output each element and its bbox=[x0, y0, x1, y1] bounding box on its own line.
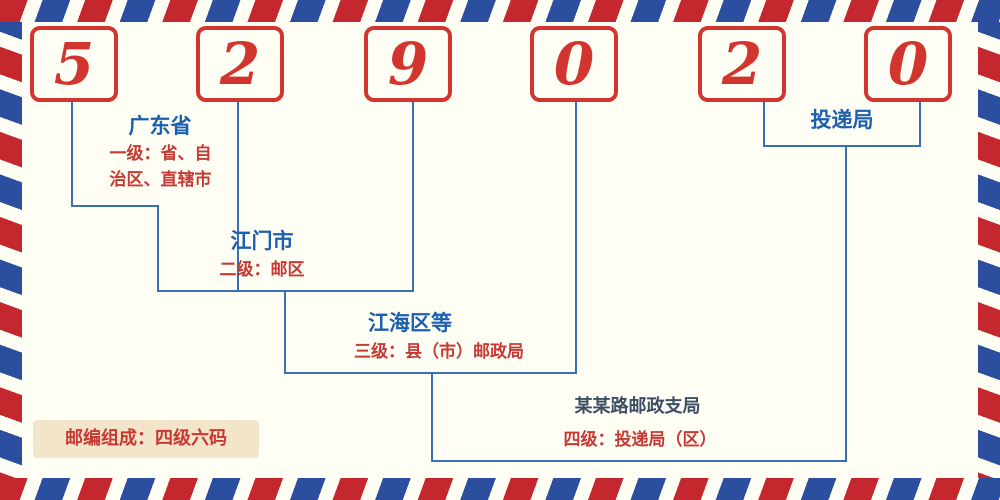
airmail-border-bottom bbox=[0, 478, 1000, 500]
connector-line-digit3-down bbox=[412, 102, 414, 290]
digit-box-2: 2 bbox=[196, 26, 284, 102]
digit-box-4: 0 bbox=[530, 26, 618, 102]
level1-desc-line1: 一级：省、自 bbox=[109, 144, 212, 164]
level4-place-label: 某某路邮政支局 bbox=[574, 396, 701, 417]
connector-line-level3-to-level4 bbox=[431, 372, 433, 462]
digit-6: 0 bbox=[887, 30, 929, 98]
level2-desc: 二级：邮区 bbox=[219, 260, 305, 280]
connector-line-digit5-down bbox=[763, 102, 765, 145]
delivery-office-label: 投递局 bbox=[810, 108, 874, 132]
connector-line-level1-to-level2 bbox=[157, 205, 159, 292]
digit-3: 9 bbox=[387, 30, 429, 98]
connector-line-level4-bottom bbox=[431, 460, 847, 462]
connector-line-delivery-bottom bbox=[763, 145, 921, 147]
level1-desc-line2: 治区、直辖市 bbox=[109, 169, 212, 190]
connector-line-level3-bottom bbox=[284, 372, 577, 374]
airmail-border-top bbox=[0, 0, 1000, 22]
composition-note: 邮编组成：四级六码 bbox=[33, 420, 259, 458]
digit-box-5: 2 bbox=[698, 26, 786, 102]
digit-2: 2 bbox=[219, 30, 261, 98]
connector-line-delivery-to-level4 bbox=[845, 146, 847, 460]
connector-line-level1-bottom bbox=[71, 205, 159, 207]
level4-desc: 四级：投递局（区） bbox=[563, 430, 717, 450]
connector-line-digit1-down bbox=[71, 102, 73, 205]
digit-box-6: 0 bbox=[864, 26, 952, 102]
digit-box-3: 9 bbox=[364, 26, 452, 102]
connector-line-level2-to-level3 bbox=[284, 290, 286, 374]
connector-line-digit4-down bbox=[575, 102, 577, 372]
level2-place-label: 江门市 bbox=[230, 229, 294, 253]
level1-desc: 一级：省、自 治区、直辖市 bbox=[73, 142, 248, 193]
digit-4: 0 bbox=[553, 30, 595, 98]
level1-place-label: 广东省 bbox=[128, 114, 192, 138]
airmail-border-right bbox=[978, 0, 1000, 500]
digit-1: 5 bbox=[53, 30, 95, 98]
level3-place-label: 江海区等 bbox=[368, 311, 452, 335]
digit-5: 2 bbox=[721, 30, 763, 98]
digit-box-1: 5 bbox=[30, 26, 118, 102]
airmail-border-left bbox=[0, 0, 22, 500]
connector-line-digit2-down bbox=[237, 102, 239, 290]
connector-line-digit6-down bbox=[919, 102, 921, 145]
level3-desc: 三级：县（市）邮政局 bbox=[354, 342, 524, 362]
